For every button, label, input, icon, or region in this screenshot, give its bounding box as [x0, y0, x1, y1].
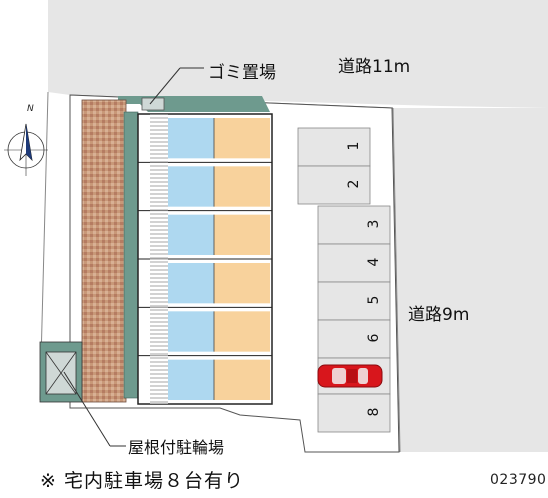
parking-slot-number: 6 [366, 333, 382, 343]
parking-slot-number: 3 [366, 219, 382, 229]
parking-slot-5 [317, 281, 391, 321]
garbage-label: ゴミ置場 [208, 63, 276, 83]
compass-north-letter: N [27, 104, 34, 114]
unit-right-4 [214, 263, 270, 304]
parking-slot-4 [317, 243, 391, 283]
compass [4, 123, 48, 176]
hedge-strip [123, 111, 139, 399]
parking-slot-number: 5 [366, 295, 382, 305]
parking-slot-number: 1 [346, 141, 362, 151]
bicycle-shelter-label: 屋根付駐輪場 [128, 438, 225, 457]
brick-walkway [81, 99, 127, 403]
parking-slot-number: 8 [366, 407, 382, 417]
parking-slot-8 [317, 393, 391, 433]
unit-left-3 [168, 214, 214, 255]
road-north-label: 道路11m [338, 57, 411, 77]
road-east-label: 道路9m [408, 305, 470, 325]
road-east [393, 108, 548, 452]
unit-left-1 [168, 118, 214, 159]
unit-right-5 [214, 311, 270, 352]
parking-slot-number: 4 [366, 257, 382, 267]
unit-left-2 [168, 166, 214, 207]
unit-left-6 [168, 359, 214, 400]
parking-footnote: ※ 宅内駐車場８台有り [40, 470, 244, 492]
unit-right-3 [214, 214, 270, 255]
garbage-box [141, 97, 165, 111]
unit-right-2 [214, 166, 270, 207]
unit-left-5 [168, 311, 214, 352]
parking-slot-2 [297, 165, 371, 205]
map-id: 023790 [490, 472, 547, 488]
parking-slot-6 [317, 319, 391, 359]
stair-column [150, 114, 168, 404]
unit-left-4 [168, 263, 214, 304]
parking-slot-1 [297, 127, 371, 167]
unit-right-1 [214, 118, 270, 159]
unit-grid [138, 113, 272, 400]
parking-slot-number: 2 [346, 179, 362, 189]
unit-right-6 [214, 359, 270, 400]
parked-car [317, 364, 383, 388]
parking-slot-3 [317, 205, 391, 245]
road-north [48, 0, 548, 108]
parking-lots [297, 127, 391, 433]
